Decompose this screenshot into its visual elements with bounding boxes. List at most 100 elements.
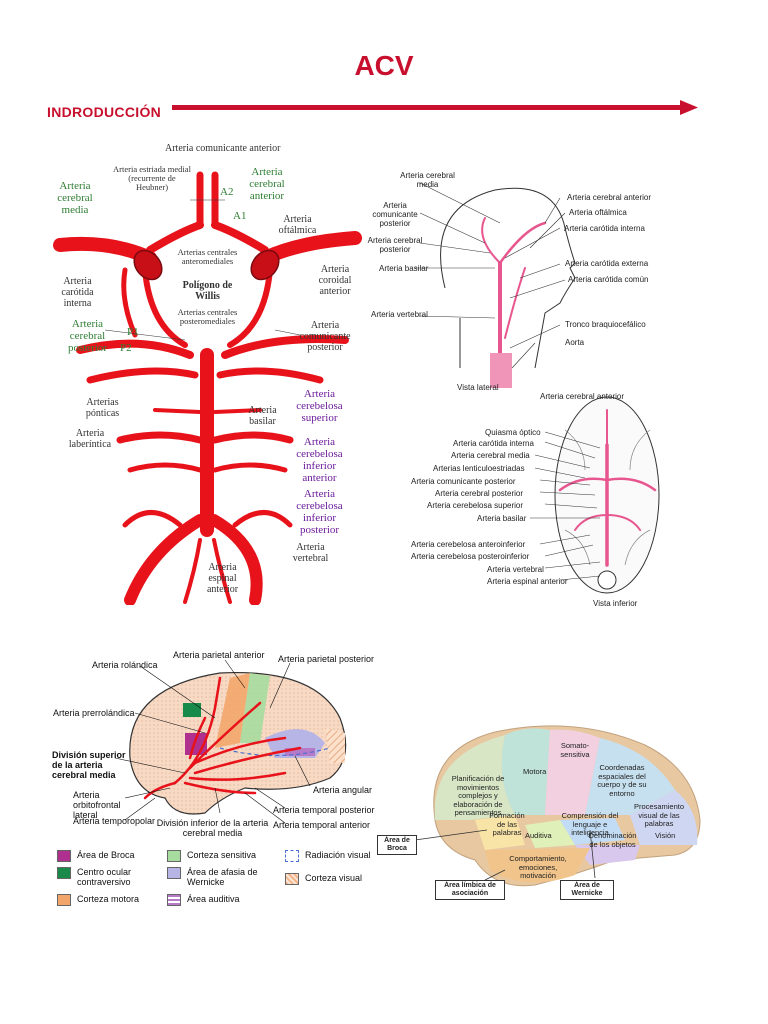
lateral-head-drawing: [415, 182, 576, 388]
label-lenticulostriate: Arterias lenticuloestriadas: [433, 464, 525, 473]
label-ophthalmic-lat: Arteria oftálmica: [569, 208, 627, 217]
label-temporal-posterior: Arteria temporal posterior: [273, 805, 375, 815]
label-pcom: Arteria comunicante posterior: [299, 320, 351, 353]
willis-artery-drawing: [53, 171, 362, 605]
label-vertebral: Arteria vertebral: [292, 542, 329, 564]
label-aca-lat: Arteria cerebral anterior: [567, 193, 652, 202]
label-chiasm: Quiasma óptico: [485, 428, 541, 437]
legend-item: Corteza sensitiva: [167, 850, 256, 862]
label-anterior-choroidal: Arteria coroidal anterior: [318, 264, 352, 297]
legend-swatch: [167, 867, 181, 879]
label-anterior-spinal: Arteria espinal anterior: [206, 562, 239, 595]
label-pca-inf: Arteria cerebral posterior: [435, 489, 524, 498]
label-anteromedial: Arterias centrales anteromediales: [177, 247, 238, 266]
box-limbic: Área límbica de asociación: [435, 880, 505, 900]
label-aica-inf: Arteria cerebelosa anteroinferior: [411, 540, 526, 549]
legend-swatch: [57, 867, 71, 879]
label-behavior: Comportamiento, emociones, motivación: [509, 854, 567, 880]
label-eca-lat: Arteria carótida externa: [565, 259, 649, 268]
label-pica-inf: Arteria cerebelosa posteroinferior: [411, 552, 530, 561]
label-basilar-inf: Arteria basilar: [477, 514, 527, 523]
functional-areas-figure: Motora Somato-sensitiva Planificación de…: [375, 720, 710, 920]
label-vision: Visión: [655, 831, 676, 840]
label-rolandic: Arteria rolándica: [92, 660, 158, 670]
label-brachiocephalic: Tronco braquiocefálico: [565, 320, 646, 329]
legend-swatch: [285, 850, 299, 862]
mca-territory-figure: Arteria rolándica Arteria parietal anter…: [45, 648, 385, 848]
legend-item: Corteza visual: [285, 873, 362, 885]
label-labyrinthine: Arteria laberíntica: [68, 428, 112, 450]
label-aca: Arteria cerebral anterior: [249, 166, 285, 202]
legend-swatch: [285, 873, 299, 885]
label-sca: Arteria cerebelosa superior: [296, 388, 343, 424]
label-basilar: Arteria basilar: [248, 405, 277, 427]
label-temporal-anterior: Arteria temporal anterior: [273, 820, 371, 830]
label-lateral-view: Vista lateral: [457, 383, 499, 392]
section-heading: INDRODUCCIÓN: [47, 104, 162, 120]
label-a1: A1: [233, 210, 247, 222]
legend-item: Radiación visual: [285, 850, 371, 862]
circle-of-willis-figure: Arteria comunicante anterior Arteria est…: [50, 140, 370, 605]
label-vertebral-lat: Arteria vertebral: [371, 310, 428, 319]
label-inferior-division: División inferior de la arteria cerebral…: [156, 818, 269, 838]
label-p2: P2: [120, 342, 132, 354]
label-pcom-inf: Arteria comunicante posterior: [411, 477, 516, 486]
label-prerolandic: Arteria prerrolándica: [53, 708, 135, 718]
label-a2: A2: [220, 186, 234, 198]
functional-brain-drawing: [414, 725, 701, 887]
label-naming: Denominación de los objetos: [588, 831, 637, 849]
label-aica: Arteria cerebelosa inferior anterior: [296, 436, 343, 484]
label-orbitofrontal: Arteria orbitofrontal lateral: [73, 790, 121, 820]
label-basilar-lat: Arteria basilar: [379, 264, 429, 273]
label-inferior-view: Vista inferior: [593, 599, 638, 608]
legend-swatch: [167, 894, 181, 906]
label-superior-division: División superior de la arteria cerebral…: [52, 750, 126, 780]
lateral-view-figure: Arteria cerebral media Arteria comunican…: [365, 168, 665, 393]
label-vertebral-inf: Arteria vertebral: [487, 565, 544, 574]
label-pcom-lat: Arteria comunicante posterior: [372, 201, 418, 228]
label-mca-inf: Arteria cerebral media: [451, 451, 530, 460]
label-mca-lat: Arteria cerebral media: [400, 171, 455, 189]
box-broca: Área de Broca: [377, 835, 417, 855]
inferior-view-figure: Arteria cerebral anterior Quiasma óptico…: [405, 390, 665, 612]
label-pca-lat: Arteria cerebral posterior: [367, 236, 423, 254]
label-word-formation: Formación de las palabras: [489, 811, 525, 837]
label-spinal-inf: Arteria espinal anterior: [487, 577, 568, 586]
label-ica: Arteria carótida interna: [61, 276, 94, 309]
legend-item: Área auditiva: [167, 894, 240, 906]
label-somatosensory: Somato-sensitiva: [560, 741, 590, 759]
label-comprehension: Comprensión del lenguaje e inteligencia: [561, 811, 619, 837]
label-mca: Arteria cerebral media: [57, 180, 93, 216]
legend-swatch: [57, 894, 71, 906]
inferior-brain-drawing: [530, 396, 660, 594]
cortex-drawing: [114, 659, 347, 824]
box-wernicke: Área de Wernicke: [560, 880, 614, 900]
label-pica: Arteria cerebelosa inferior posterior: [296, 488, 343, 536]
label-ica-lat: Arteria carótida interna: [564, 224, 645, 233]
legend-swatch: [57, 850, 71, 862]
legend-item: Área de Broca: [57, 850, 135, 862]
label-angular: Arteria angular: [313, 785, 373, 795]
legend-item: Área de afasia de Wernicke: [167, 867, 272, 887]
label-planning: Planificación de movimientos complejos y…: [451, 774, 505, 817]
label-cca-lat: Arteria carótida común: [568, 275, 649, 284]
label-aca-inf: Arteria cerebral anterior: [540, 392, 625, 401]
label-p1: P1: [127, 326, 139, 338]
label-pontine: Arterias pónticas: [85, 397, 120, 419]
label-aorta: Aorta: [565, 338, 585, 347]
label-willis: Polígono de Willis: [182, 280, 233, 302]
label-sca-inf: Arteria cerebelosa superior: [427, 501, 524, 510]
label-visual-words: Procesamiento visual de las palabras: [633, 802, 685, 828]
label-spatial: Coordenadas espaciales del cuerpo y de s…: [597, 763, 647, 798]
heading-arrow: [172, 100, 698, 115]
label-temporopolar: Arteria temporopolar: [73, 816, 156, 826]
cortex-legend: Área de Broca Centro ocular contraversiv…: [55, 846, 385, 911]
label-anterior-parietal: Arteria parietal anterior: [173, 650, 265, 660]
label-posteromedial: Arterias centrales posteromediales: [177, 307, 238, 326]
label-motora: Motora: [523, 767, 547, 776]
label-pca: Arteria cerebral posterior: [67, 318, 108, 354]
label-auditory: Auditiva: [525, 831, 552, 840]
legend-item: Corteza motora: [57, 894, 139, 906]
label-posterior-parietal: Arteria parietal posterior: [278, 654, 375, 664]
label-acom: Arteria comunicante anterior: [165, 143, 281, 154]
